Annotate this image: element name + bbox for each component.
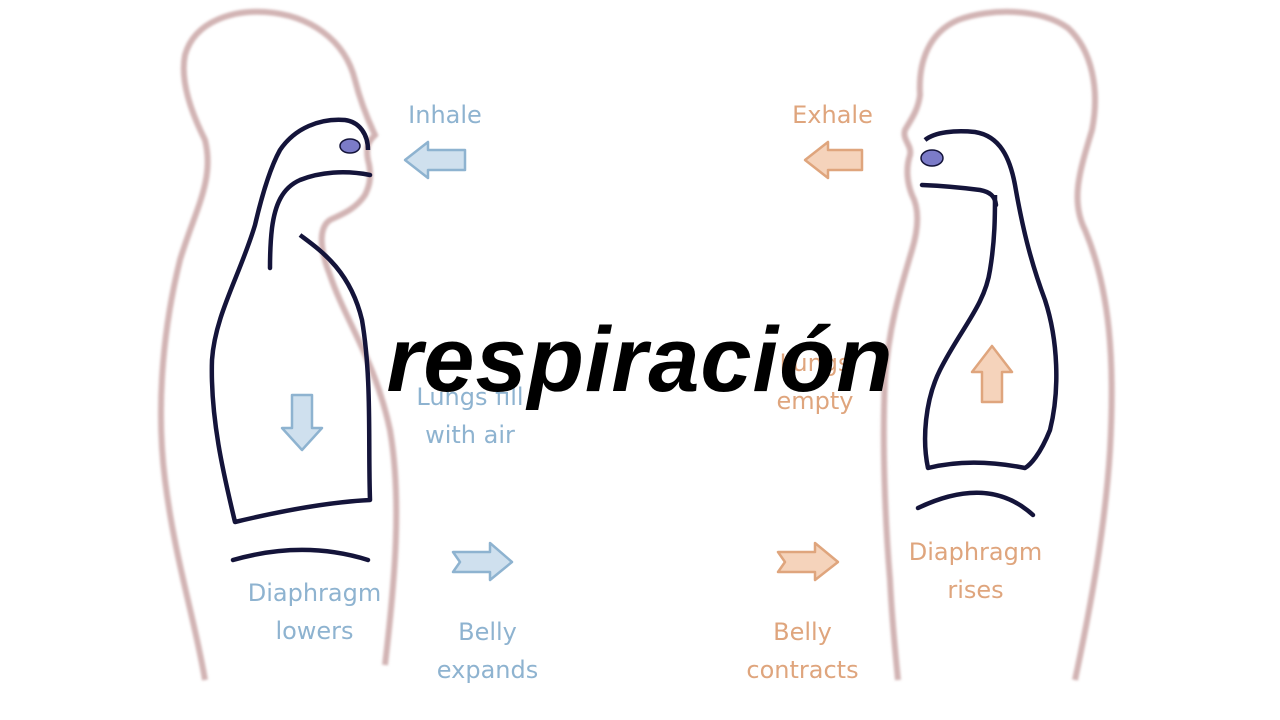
exhale-airway-outer [925, 131, 1056, 468]
arrow-up-icon [972, 346, 1012, 402]
belly-contracts-label: Belly contracts [730, 613, 875, 689]
arrow-right-icon [453, 543, 512, 580]
belly-expands-label: Belly expands [420, 613, 555, 689]
diaphragm-lowers-label: Diaphragm lowers [232, 574, 397, 650]
inhale-label: Inhale [395, 96, 495, 134]
exhale-label: Exhale [780, 96, 885, 134]
arrow-down-icon [282, 395, 322, 450]
inhale-mouth [340, 139, 360, 153]
exhale-diaphragm [918, 493, 1033, 515]
arrow-left-icon [805, 142, 862, 178]
diaphragm-rises-label: Diaphragm rises [893, 533, 1058, 609]
inhale-diaphragm [233, 550, 368, 560]
exhale-airway-inner [922, 185, 996, 205]
page-title: respiración [380, 300, 900, 420]
arrow-left-icon [405, 142, 465, 178]
exhale-mouth [921, 150, 943, 166]
arrow-right-icon [778, 543, 838, 580]
